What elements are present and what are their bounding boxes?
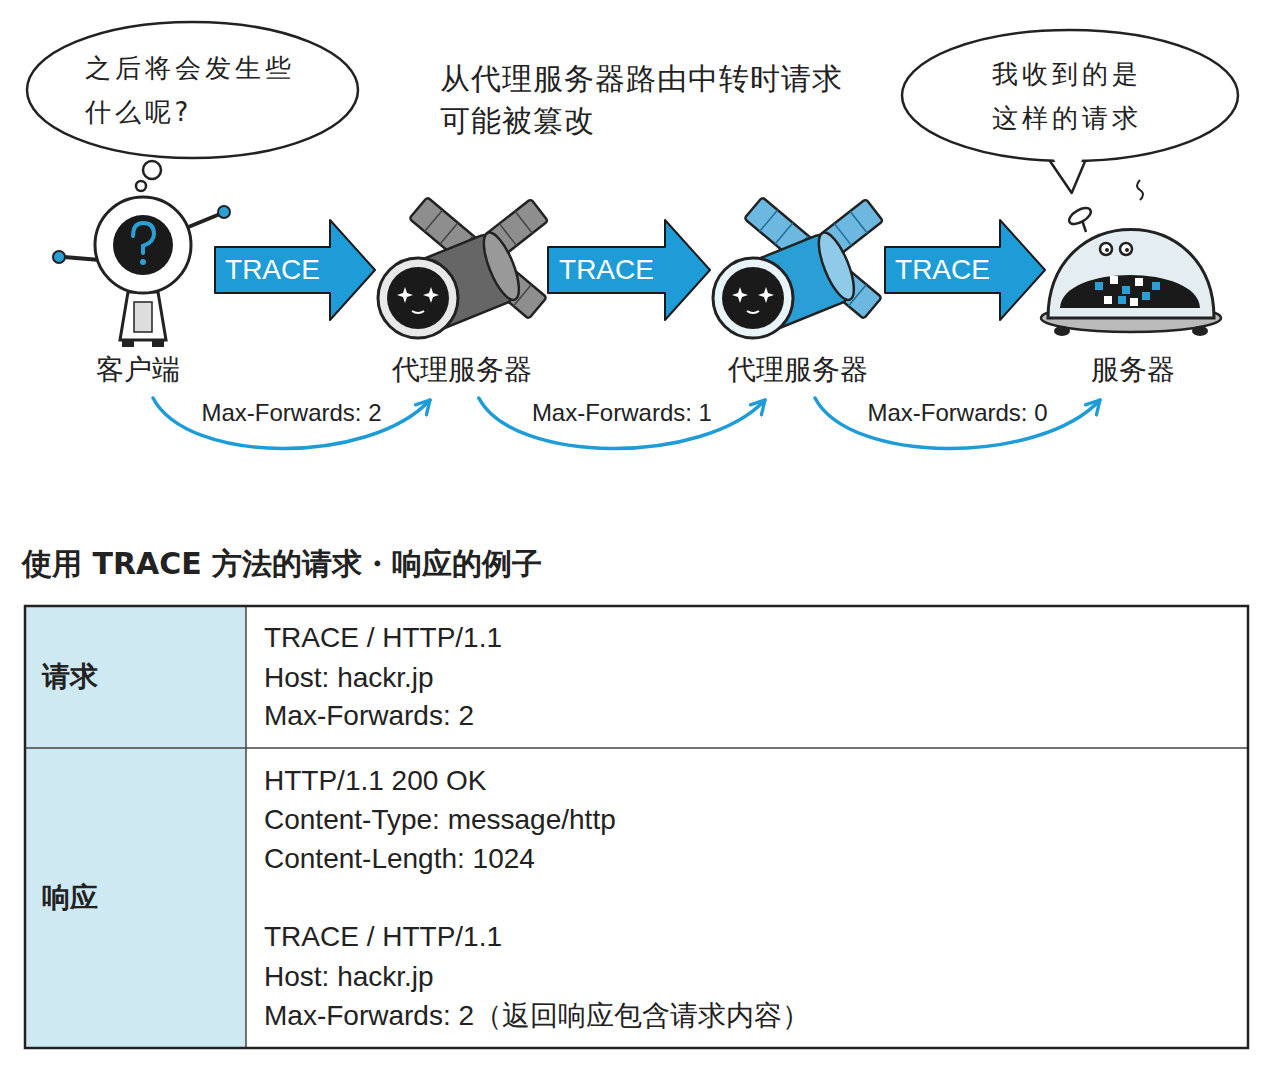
table-column-rule [245,606,247,1048]
server-eye [1100,243,1112,255]
server-foot [1192,326,1208,336]
curved-arrow [153,398,430,449]
arrow-label: TRACE [225,253,320,287]
cylinder-end [477,228,526,304]
face-ring [713,258,793,338]
bubble-shape [902,30,1238,161]
pixel [1152,282,1160,290]
face [387,267,449,329]
pupil [1105,248,1109,252]
hop-label: Max-Forwards: 0 [864,399,1050,427]
table-cell-line: TRACE / HTTP/1.1 [264,918,502,956]
pixel [1110,276,1118,284]
pixel [1118,296,1126,304]
device-label: 客户端 [96,352,180,388]
face-ring [378,258,458,338]
bubble-text: 我收到的是 这样的请求 [992,52,1148,140]
pixel [1130,298,1138,306]
robot-foot [122,339,134,347]
server-window [1060,275,1200,308]
cylinder-end [812,228,861,304]
pupil [1125,248,1129,252]
pixel [1135,278,1143,286]
hop-label: Max-Forwards: 2 [198,399,384,427]
device-node: 代理服务器 [375,180,548,392]
block-arrow [885,220,1045,320]
block-arrow [215,220,375,320]
block-arrow [548,220,710,320]
speech-bubble: 之后将会发生些 什么呢? [25,20,360,160]
question-dot [140,259,146,265]
table-cell-line: TRACE / HTTP/1.1 [264,619,502,657]
bubble-outline [25,20,360,160]
question-symbol [133,223,154,253]
pixel [1142,292,1150,300]
pixel [1122,286,1130,294]
robot-head [95,197,191,293]
device-node: 服务器 [1045,180,1220,392]
eye [732,287,748,303]
bubble-shape [27,22,358,158]
thought-dot [136,181,146,191]
bubble-text: 之后将会发生些 什么呢? [85,46,301,134]
hop-label: Max-Forwards: 1 [529,399,715,427]
server-robot [1041,180,1221,336]
server-dome [1048,230,1214,319]
device-node: 代理服务器 [710,180,885,392]
curved-arrow [815,398,1100,449]
face [722,267,784,329]
thought-dot [143,161,161,179]
antenna-dish [1067,205,1094,227]
table-cell-line: Host: hackr.jp [264,958,434,996]
table-row-header: 响应 [42,879,98,917]
section-title: 使用 TRACE 方法的请求・响应的例子 [22,544,542,584]
table-frame [25,606,1248,1048]
pixel [1095,282,1103,290]
proxy-satellite [378,197,548,338]
bubble-outline [900,28,1240,163]
device-label: 代理服务器 [392,352,532,388]
table-cell-line: Content-Length: 1024 [264,840,535,878]
note-text: 从代理服务器路由中转时请求 可能被篡改 [440,58,848,142]
device-node: 客户端 [60,180,215,392]
robot-hand [53,251,65,263]
server-foot [1054,326,1070,336]
robot-visor [113,215,173,275]
mouth [747,311,759,313]
table-row-header: 请求 [42,658,98,696]
robot-foot [152,339,164,347]
eye [758,287,774,303]
antenna-squiggle [1137,180,1143,200]
table-border [25,606,1248,1048]
eye [397,287,413,303]
speech-bubble: 我收到的是 这样的请求 [900,28,1240,163]
eye [423,287,439,303]
robot-arm [186,214,220,228]
mouth [412,311,424,313]
robot-arm [64,257,100,260]
table-cell-line: Content-Type: message/http [264,801,616,839]
table-row-rule [25,747,1248,749]
table-header-column [26,607,246,1047]
pixel [1104,296,1112,304]
device-label: 代理服务器 [728,352,868,388]
table-ground [25,606,1248,1048]
table-cell-line: Max-Forwards: 2 [264,697,474,735]
proxy-satellite [713,197,883,338]
table-cell-line: Host: hackr.jp [264,659,434,697]
server-eye [1120,243,1132,255]
curved-arrow [479,398,765,449]
arrow-label: TRACE [559,253,654,287]
robot-body [120,292,166,340]
robot-panel [134,302,152,332]
table-cell-line: HTTP/1.1 200 OK [264,762,487,800]
arrow-label: TRACE [895,253,990,287]
device-label: 服务器 [1091,352,1175,388]
client-robot [53,197,230,347]
bubble-tail [1050,161,1086,193]
table-cell-line: Max-Forwards: 2（返回响应包含请求内容） [264,997,810,1035]
robot-hand [218,206,230,218]
